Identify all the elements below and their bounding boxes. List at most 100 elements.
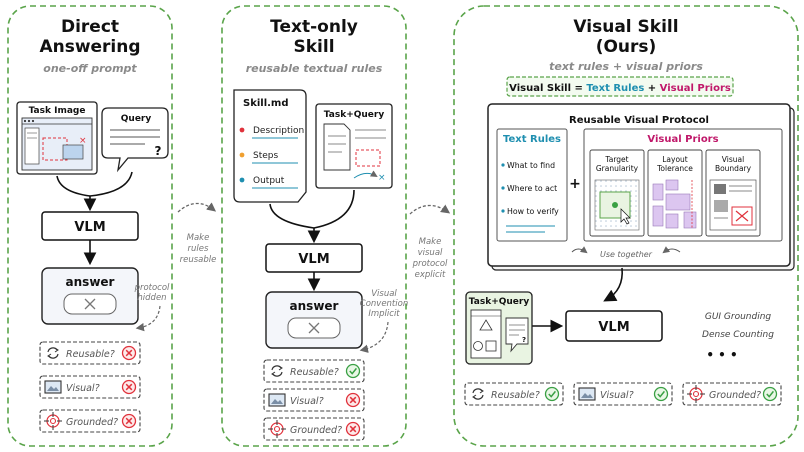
- panel2-task-query-label: Task+Query: [324, 110, 385, 120]
- skill-item-output: Output: [253, 176, 285, 186]
- transition1-line2: rules: [188, 244, 209, 254]
- prior2-line2: Tolerance: [656, 164, 693, 173]
- panel2-title-line2: Skill: [293, 37, 334, 57]
- check-label: Grounded?: [290, 425, 342, 436]
- check-pass-icon: [345, 363, 361, 379]
- boundary-x-icon: [735, 210, 749, 222]
- prior3-line2: Boundary: [715, 164, 752, 173]
- task-image-label: Task Image: [29, 106, 86, 116]
- panel3-task-query-label: Task+Query: [469, 297, 530, 307]
- panel2-task-query-card: Task+Query ×: [315, 103, 393, 189]
- protocol-title: Reusable Visual Protocol: [569, 115, 709, 126]
- panel1-answer-label: answer: [66, 275, 115, 289]
- panel2-title-line1: Text-only: [270, 17, 358, 37]
- panel3-title-line1: Visual Skill: [573, 17, 678, 37]
- transition1-line1: Make: [187, 233, 210, 243]
- visual-priors-title: Visual Priors: [647, 134, 718, 145]
- check-fail-icon: [345, 421, 361, 437]
- prior2-line1: Layout: [662, 155, 688, 164]
- transition2-line1: Make: [419, 237, 442, 247]
- panel3-title-line2: (Ours): [596, 37, 657, 57]
- prior1-line1: Target: [604, 155, 628, 164]
- query-label: Query: [121, 114, 152, 124]
- panel2-side-note-line1: Visual: [371, 289, 397, 299]
- equation-pill: [506, 76, 734, 97]
- panel3-vlm-label: VLM: [598, 320, 629, 335]
- check-pill: Visual?: [573, 382, 673, 406]
- circle-shape-icon: [473, 341, 483, 351]
- equation-prefix: Visual Skill =: [509, 83, 586, 94]
- panel2-x-mark-icon: ×: [378, 173, 386, 183]
- text-rules-title: Text Rules: [503, 134, 561, 145]
- check-fail-icon: [121, 413, 137, 429]
- panel2-side-note-line3: Implicit: [368, 309, 400, 319]
- check-pass-icon: [762, 386, 778, 402]
- transition-1: Make rules reusable: [177, 202, 217, 265]
- panel3-subtitle: text rules + visual priors: [549, 60, 703, 73]
- refresh-icon: [271, 365, 283, 377]
- panel1-checklist: Reusable? Visual? Grounded?: [39, 341, 141, 433]
- equation-visual-priors: Visual Priors: [660, 83, 731, 94]
- panel1-title-line2: Answering: [39, 37, 140, 57]
- panel1-subtitle: one-off prompt: [43, 62, 137, 75]
- skill-file-label: Skill.md: [243, 98, 289, 109]
- panel1-side-note-line2: hidden: [137, 293, 166, 303]
- question-mark-icon: ?: [155, 144, 162, 158]
- check-pass-icon: [653, 386, 669, 402]
- app-dense-counting: Dense Counting: [702, 330, 774, 340]
- check-label: Reusable?: [290, 367, 339, 378]
- apps-ellipsis: • • •: [706, 348, 737, 362]
- panel2-side-note-line2: Convention: [360, 299, 408, 309]
- small-question-icon: ?: [522, 336, 526, 344]
- equation-text-rules: Text Rules: [586, 83, 644, 94]
- check-pill: Grounded?: [682, 382, 782, 406]
- check-pill: Grounded?: [263, 417, 365, 441]
- protocol-plus: +: [569, 176, 581, 192]
- image-icon: [268, 393, 286, 407]
- refresh-icon: [472, 388, 484, 400]
- skill-item-description: Description: [253, 126, 304, 136]
- cursor-icon: [620, 208, 631, 225]
- check-fail-icon: [345, 392, 361, 408]
- check-pill: Grounded?: [39, 409, 141, 433]
- text-rule-where: Where to act: [507, 184, 557, 193]
- panel1-answer-x-icon: [84, 298, 96, 310]
- panel2-answer-x-icon: [308, 322, 320, 334]
- transition2-line2: visual: [418, 248, 443, 258]
- panel2-subtitle: reusable textual rules: [246, 62, 383, 75]
- check-label: Grounded?: [709, 390, 761, 401]
- check-label: Visual?: [66, 383, 100, 394]
- check-pill: Visual?: [263, 388, 365, 412]
- check-pill: Reusable?: [39, 341, 141, 365]
- check-fail-icon: [121, 379, 137, 395]
- square-shape-icon: [485, 340, 497, 352]
- check-pill: Visual?: [39, 375, 141, 399]
- reusable-visual-protocol: Reusable Visual Protocol Text Rules What…: [487, 103, 795, 271]
- image-icon: [44, 380, 62, 394]
- prior1-line2: Granularity: [596, 164, 639, 173]
- close-mark-icon: ×: [79, 136, 87, 146]
- panel3-checklist: Reusable? Visual? Grounded?: [464, 382, 782, 406]
- text-rule-what: What to find: [507, 161, 555, 170]
- skill-item-steps: Steps: [253, 151, 278, 161]
- panel1-vlm-label: VLM: [74, 220, 105, 235]
- transition1-line3: reusable: [180, 255, 217, 265]
- panel1-title-line1: Direct: [61, 17, 119, 37]
- check-label: Visual?: [290, 396, 324, 407]
- target-icon: [44, 412, 62, 430]
- panel-direct-answering: Direct Answering one-off prompt Task Ima…: [7, 5, 173, 447]
- image-icon: [578, 387, 596, 401]
- refresh-icon: [47, 347, 59, 359]
- app-gui-grounding: GUI Grounding: [705, 312, 772, 322]
- check-pass-icon: [544, 386, 560, 402]
- check-fail-icon: [121, 345, 137, 361]
- equation-plus: +: [644, 83, 659, 94]
- check-label: Visual?: [600, 390, 634, 401]
- panel-text-only-skill: Text-only Skill reusable textual rules S…: [221, 5, 408, 447]
- triangle-shape-icon: [479, 319, 493, 331]
- panel2-answer-label: answer: [290, 299, 339, 313]
- check-label: Reusable?: [66, 349, 115, 360]
- check-label: Reusable?: [491, 390, 540, 401]
- task-image-card: Task Image ×: [16, 101, 98, 175]
